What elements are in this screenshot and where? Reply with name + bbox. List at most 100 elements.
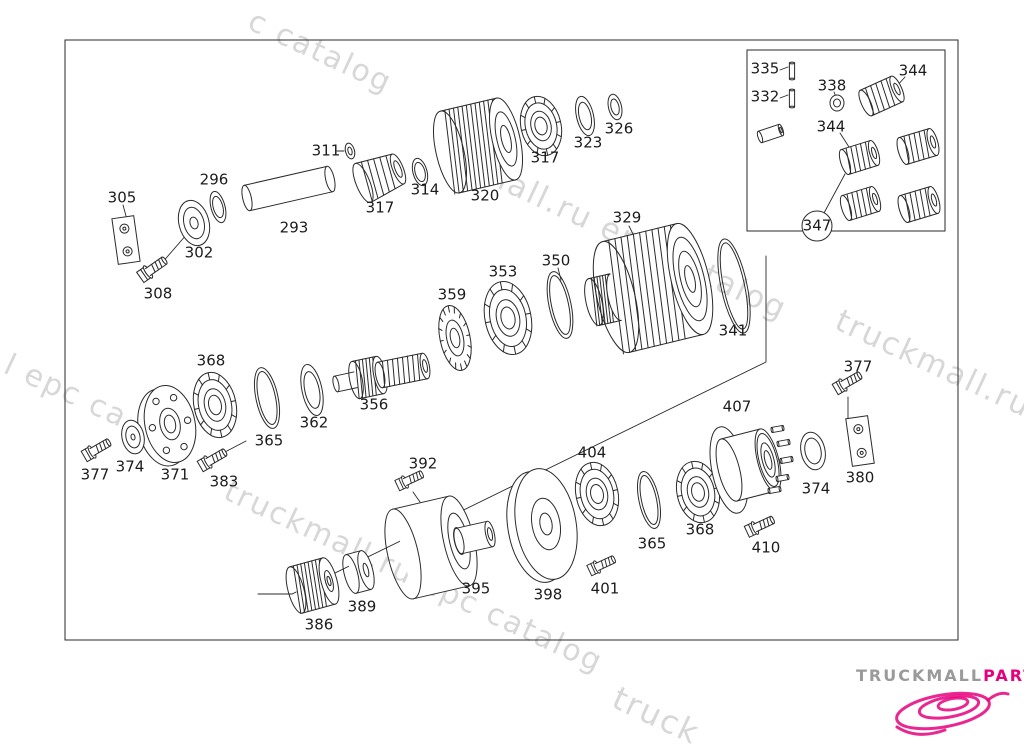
part-label-365: 365	[638, 535, 667, 553]
logo-accent-text: PARTS	[983, 666, 1024, 685]
watermark-text: l epc ca	[0, 348, 133, 436]
part-label-389: 389	[348, 598, 377, 616]
leader-line	[557, 267, 562, 281]
part-label-374: 374	[802, 480, 831, 498]
part-label-296: 296	[200, 171, 229, 189]
part-label-392: 392	[409, 455, 438, 473]
logo-text: TRUCKMALLPARTS	[856, 666, 1024, 685]
leader-line	[839, 132, 850, 148]
part-320-gear	[432, 97, 524, 195]
ellipse	[189, 216, 199, 230]
part-label-311: 311	[312, 142, 341, 160]
part-label-362: 362	[300, 414, 329, 432]
part-label-347: 347	[803, 217, 832, 235]
part-label-383: 383	[210, 473, 239, 491]
ellipse	[546, 271, 574, 339]
part-401-bolt	[586, 555, 616, 577]
part-label-344: 344	[899, 62, 928, 80]
ellipse	[253, 367, 281, 429]
inset-stepped-pin	[756, 123, 785, 144]
part-label-380: 380	[846, 469, 875, 487]
part-407-stud-4	[775, 473, 790, 483]
part-label-302: 302	[185, 244, 214, 262]
part-296-ring	[209, 190, 227, 224]
part-314-ring	[411, 157, 429, 187]
watermark-text: c catalog	[243, 4, 398, 101]
part-302-cap	[177, 199, 211, 247]
part-365-snap-ring-2	[637, 471, 661, 529]
ellipse	[539, 512, 553, 536]
part-label-404: 404	[578, 444, 607, 462]
ellipse	[577, 101, 593, 131]
part-317-bearing-1	[352, 153, 407, 204]
part-308-bolt	[135, 256, 168, 284]
part-389-hub	[342, 550, 375, 594]
part-407-stud-3	[779, 455, 794, 465]
logo-swirl-icon	[895, 691, 1010, 736]
ellipse	[414, 161, 426, 183]
part-374-cap-2	[800, 431, 826, 471]
part-label-377: 377	[81, 466, 110, 484]
part-356-gear	[348, 355, 388, 400]
leader-line	[412, 491, 421, 503]
ellipse	[717, 238, 751, 334]
diagram-frame	[64, 39, 959, 641]
part-label-338: 338	[818, 77, 847, 95]
part-380-lock-plate	[845, 415, 875, 467]
part-label-308: 308	[144, 285, 173, 303]
ellipse	[303, 371, 321, 409]
part-label-329: 329	[613, 209, 642, 227]
watermark-text: truck	[607, 679, 707, 750]
part-386-knurled-cap	[285, 557, 340, 615]
part-359-splined-washer	[438, 305, 472, 371]
part-label-410: 410	[752, 539, 781, 557]
part-label-365: 365	[255, 432, 284, 450]
part-335-pin	[788, 61, 796, 81]
ellipse	[800, 431, 826, 471]
part-label-356: 356	[360, 396, 389, 414]
part-407-stud-1	[770, 424, 785, 434]
ellipse	[209, 190, 227, 224]
part-label-317: 317	[366, 199, 395, 217]
part-368-bearing-1	[192, 371, 238, 439]
part-407-stud-2	[776, 438, 791, 448]
part-344-roller-5	[897, 186, 941, 223]
part-label-368: 368	[197, 352, 226, 370]
part-377-bolt-1	[80, 438, 112, 463]
ellipse	[411, 157, 429, 187]
leader-line	[823, 173, 846, 214]
part-label-386: 386	[305, 616, 334, 634]
part-label-353: 353	[489, 263, 518, 281]
part-311-snap-ring	[344, 142, 356, 160]
part-365-snap-ring-1	[253, 367, 281, 429]
part-371-flange	[137, 384, 197, 467]
part-305-lock-plate	[111, 215, 141, 265]
part-383-bolt	[196, 448, 228, 473]
part-label-377: 377	[844, 358, 873, 376]
ellipse	[833, 98, 841, 108]
part-label-395: 395	[462, 580, 491, 598]
ellipse	[575, 95, 595, 137]
part-label-293: 293	[280, 219, 309, 237]
part-344-roller-1	[858, 75, 905, 117]
part-377-bolt-2	[831, 371, 863, 396]
part-293-shaft	[241, 165, 336, 212]
part-label-407: 407	[723, 398, 752, 416]
part-label-368: 368	[686, 521, 715, 539]
ellipse	[804, 437, 822, 465]
ellipse	[125, 425, 141, 449]
part-label-398: 398	[534, 586, 563, 604]
part-326-ring	[607, 93, 623, 121]
ellipse	[607, 93, 623, 121]
ellipse	[177, 199, 211, 247]
part-label-371: 371	[161, 466, 190, 484]
ellipse	[610, 98, 620, 116]
logo-brand-text: TRUCKMALL	[856, 666, 983, 685]
part-323-ring	[575, 95, 595, 137]
leader-line	[779, 94, 789, 99]
ellipse	[212, 195, 224, 219]
part-362-ring	[300, 363, 324, 417]
